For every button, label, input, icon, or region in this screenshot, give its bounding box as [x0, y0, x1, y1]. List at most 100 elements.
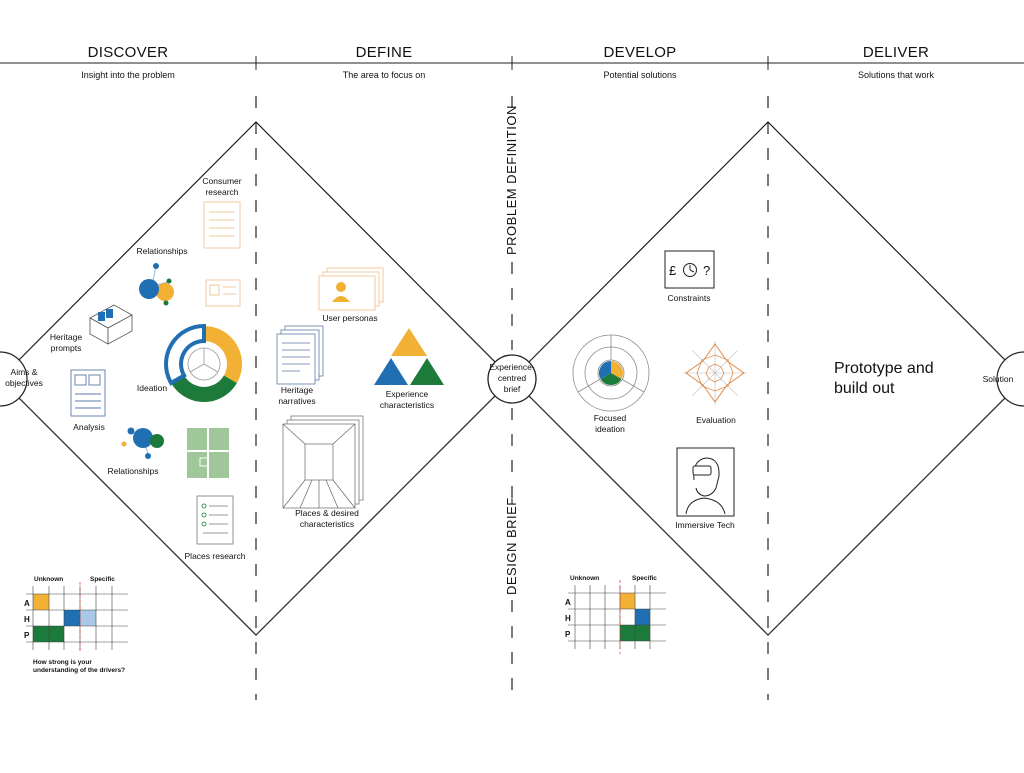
ring-spoke — [577, 379, 600, 393]
places-research-label: Places research — [185, 551, 246, 561]
heritage-narratives-label-1: Heritage — [281, 385, 313, 395]
donut-yellow — [204, 326, 242, 383]
wedge-yellow — [611, 361, 624, 379]
right-diamond — [511, 121, 1024, 636]
ideation-donut-icon — [164, 323, 242, 402]
grid-row-a: A — [565, 598, 571, 607]
user-personas-label: User personas — [322, 313, 377, 323]
aims-label-line1: Aims & — [11, 367, 38, 377]
experience-characteristics-label-1: Experience — [386, 389, 429, 399]
pound-glyph: £ — [669, 263, 677, 278]
phase-title-deliver: DELIVER — [863, 44, 929, 61]
brief-label-line2: centred — [498, 373, 527, 383]
analysis-label: Analysis — [73, 422, 105, 432]
evaluation-radar-icon — [683, 341, 747, 405]
solution-label: Solution — [983, 374, 1014, 384]
focused-ideation-icon — [572, 334, 650, 412]
node-small — [145, 453, 151, 459]
doc-front — [276, 333, 316, 385]
grid-caption-2: understanding of the drivers? — [33, 667, 125, 674]
immersive-box — [676, 447, 735, 517]
bullet — [201, 503, 207, 509]
donut-blue — [164, 323, 206, 386]
problem-definition-label: PROBLEM DEFINITION — [504, 105, 519, 255]
left-understanding-grid: Unknown Specific A H P How strong is you… — [24, 576, 128, 674]
design-brief-label: DESIGN BRIEF — [504, 497, 519, 595]
heritage-narratives-doc-icon — [276, 325, 324, 385]
wedge-blue — [598, 361, 611, 379]
column-dividers — [255, 96, 769, 700]
radar-ring — [705, 363, 725, 383]
doc-sheet — [203, 201, 241, 249]
node-small — [166, 278, 172, 284]
id-photo — [209, 284, 220, 296]
node-experience-brief: Experience- centred brief — [487, 354, 537, 404]
floor-line — [299, 479, 313, 509]
floor-line — [325, 479, 339, 509]
node-small — [153, 263, 159, 269]
experience-triangles-icon — [374, 328, 444, 385]
node-small — [121, 441, 127, 447]
prototype-label-2: build out — [834, 380, 895, 397]
shoulders — [685, 497, 726, 515]
ideation-label: Ideation — [137, 383, 168, 393]
node-blue — [139, 279, 159, 299]
corridor-end — [304, 443, 334, 481]
evaluation-label: Evaluation — [696, 415, 736, 425]
phase-title-define: DEFINE — [356, 44, 413, 61]
triangle-yellow — [391, 328, 427, 356]
doc-box — [88, 374, 101, 386]
brief-circle — [487, 354, 537, 404]
heritage-narratives-label-2: narratives — [278, 396, 315, 406]
perspective-line — [332, 423, 356, 445]
radar-star — [685, 343, 745, 403]
card — [98, 312, 105, 321]
cell-h-3 — [64, 610, 80, 626]
grid-unknown-label: Unknown — [34, 576, 63, 583]
grid-row-h: H — [24, 615, 30, 624]
grid-specific-label: Specific — [90, 576, 115, 583]
question-glyph: ? — [703, 263, 710, 278]
donut-spoke — [203, 363, 219, 373]
cell-a-5 — [620, 593, 635, 609]
box-right — [107, 314, 133, 345]
donut-spoke — [189, 363, 205, 373]
relationships-bottom-icon — [121, 427, 164, 459]
card — [106, 309, 113, 318]
grid-row-a: A — [24, 599, 30, 608]
node-aims-objectives: Aims & objectives — [0, 351, 43, 407]
immersive-tech-label: Immersive Tech — [675, 520, 735, 530]
prototype-label-1: Prototype and — [834, 360, 934, 377]
grid-unknown-label: Unknown — [570, 575, 599, 582]
places-map-icon — [187, 428, 229, 478]
places-corridor-icon — [282, 415, 364, 509]
phase-subtitle-define: The area to focus on — [343, 70, 426, 80]
heritage-prompts-label-1: Heritage — [50, 332, 82, 342]
card-front — [318, 275, 376, 311]
vr-headset — [692, 465, 712, 476]
donut-green — [171, 375, 237, 402]
bullet — [201, 512, 207, 518]
cell-p-1-2 — [33, 626, 64, 642]
focused-ideation-label-1: Focused — [594, 413, 627, 423]
grid-row-h: H — [565, 614, 571, 623]
consumer-research-doc-icon — [203, 201, 241, 307]
node-blue — [133, 428, 153, 448]
places-research-doc-icon — [196, 495, 234, 545]
heritage-prompts-box-icon — [89, 304, 133, 345]
node-small — [127, 427, 135, 435]
cell-h-4 — [80, 610, 96, 626]
constraints-icon: £ ? — [664, 250, 715, 289]
ring-spoke — [622, 379, 645, 393]
phase-subtitle-discover: Insight into the problem — [81, 70, 175, 80]
grid-caption-1: How strong is your — [33, 659, 92, 666]
triangle-blue — [374, 358, 408, 385]
doc-sheet — [196, 495, 234, 545]
constraints-label: Constraints — [668, 293, 711, 303]
places-desired-label-2: characteristics — [300, 519, 354, 529]
places-desired-label-1: Places & desired — [295, 508, 359, 518]
right-understanding-grid: Unknown Specific A H P — [565, 575, 666, 654]
node-yellow — [156, 283, 174, 301]
clock-icon — [683, 263, 697, 277]
perspective-line — [282, 479, 306, 509]
